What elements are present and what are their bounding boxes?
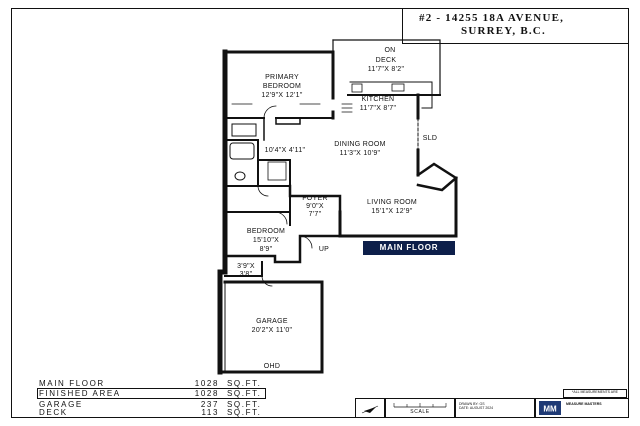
- ohd-label: OHD: [264, 363, 280, 370]
- area-row: MAIN FLOOR 1028 SQ.FT.: [39, 379, 262, 388]
- bedroom-dims-2: 8'9": [260, 246, 273, 253]
- exterior-wall-west: [217, 49, 228, 375]
- foyer-dims-2: 7'7": [309, 211, 322, 218]
- scale-bar-icon: [393, 403, 447, 408]
- disclaimer-box: *ALL MEASUREMENTS ARE: [563, 389, 627, 398]
- drawing-date: DATE: AUGUST 2024: [459, 406, 494, 410]
- closet-icon: [267, 161, 287, 181]
- vanity-icon: [231, 123, 257, 137]
- area-label: FINISHED AREA: [39, 389, 121, 398]
- area-label: MAIN FLOOR: [39, 379, 105, 388]
- wall-bath: [224, 139, 259, 187]
- area-unit: SQ.FT.: [227, 379, 262, 388]
- deck-label: DECK: [376, 57, 397, 64]
- area-label: DECK: [39, 408, 68, 417]
- company-logo-icon: MM: [539, 401, 561, 415]
- area-unit: SQ.FT.: [227, 408, 262, 417]
- wall-fireplace: [416, 162, 459, 192]
- company-box: MM MEASURE MASTERS: [535, 398, 629, 418]
- address-line-2: SURREY, B.C.: [461, 25, 546, 37]
- area-value: 1028: [194, 389, 219, 398]
- door-swing-entry: [299, 235, 313, 249]
- garage-dims: 20'2"X 11'0": [252, 327, 293, 334]
- bath-dims: 10'4"X 4'11": [265, 147, 306, 154]
- area-unit: SQ.FT.: [227, 389, 262, 398]
- bedroom-dims-1: 15'10"X: [253, 237, 279, 244]
- bedroom-label: BEDROOM: [247, 228, 285, 235]
- dining-room-label: DINING ROOM: [334, 141, 386, 148]
- door-swing-garage: [261, 275, 273, 287]
- area-row-finished: FINISHED AREA 1028 SQ.FT.: [37, 388, 266, 399]
- door-swing-primary: [263, 105, 277, 119]
- deck-on-label: ON: [384, 47, 395, 54]
- door-swing-bedroom: [274, 211, 288, 225]
- storage-dims-2: 3'8": [240, 271, 253, 278]
- kitchen-sink: [391, 83, 405, 92]
- wall-bath-2: [257, 159, 291, 187]
- area-value: 1028: [194, 379, 219, 388]
- area-row: DECK 113 SQ.FT.: [39, 408, 262, 417]
- range-icon: [351, 83, 363, 93]
- address-line-1: #2 - 14255 18A AVENUE,: [419, 12, 565, 24]
- living-room-dims: 15'1"X 12'9": [371, 208, 412, 215]
- floor-tag: MAIN FLOOR: [363, 241, 455, 255]
- scale-box: SCALE: [385, 398, 455, 418]
- wall-east-living: [338, 176, 458, 238]
- logo-text: MM: [543, 405, 557, 414]
- scale-label: SCALE: [410, 409, 430, 415]
- bathtub-icon: [229, 142, 255, 160]
- foyer-dims-1: 9'0"X: [306, 203, 324, 210]
- wall-closet: [263, 117, 301, 141]
- sld-label: SLD: [423, 135, 438, 142]
- area-unit: SQ.FT.: [227, 400, 262, 409]
- primary-bedroom-label-1: PRIMARY: [265, 74, 299, 81]
- wall-bedroom-bottom: [223, 234, 342, 264]
- primary-bedroom-dims: 12'9"X 12'1": [261, 92, 302, 99]
- kitchen-label: KITCHEN: [362, 96, 395, 103]
- foyer-label: FOYER: [302, 195, 328, 202]
- address-box: #2 - 14255 18A AVENUE, SURREY, B.C.: [402, 8, 629, 44]
- kitchen-dims: 11'7"X 8'7": [360, 105, 397, 112]
- area-value: 113: [201, 408, 219, 417]
- drawn-by: DRAWN BY: GS: [459, 402, 485, 406]
- north-arrow-box: [355, 398, 385, 418]
- toilet-icon: [234, 171, 246, 181]
- stair-lines: [341, 103, 353, 113]
- disclaimer-line-1: *ALL MEASUREMENTS ARE: [572, 390, 618, 394]
- drawing-sheet: [11, 8, 629, 418]
- door-swing-bath: [257, 185, 269, 197]
- area-value: 237: [200, 400, 219, 409]
- storage-dims-1: 3'9"X: [237, 263, 255, 270]
- company-name: MEASURE MASTERS: [566, 402, 602, 406]
- drawn-box: DRAWN BY: GS DATE: AUGUST 2024: [455, 398, 535, 418]
- up-label: UP: [319, 246, 329, 253]
- garage-label: GARAGE: [256, 318, 288, 325]
- kitchen-counter: [349, 81, 433, 109]
- wall-deck: [332, 39, 441, 96]
- primary-bedroom-label-2: BEDROOM: [263, 83, 301, 90]
- north-arrow-icon: [361, 405, 379, 414]
- wall-foyer: [288, 184, 342, 214]
- deck-dims: 11'7"X 8'2": [368, 66, 405, 73]
- area-row: GARAGE 237 SQ.FT.: [39, 400, 262, 409]
- dining-room-dims: 11'3"X 10'9": [340, 150, 381, 157]
- area-label: GARAGE: [39, 400, 83, 409]
- living-room-label: LIVING ROOM: [367, 199, 417, 206]
